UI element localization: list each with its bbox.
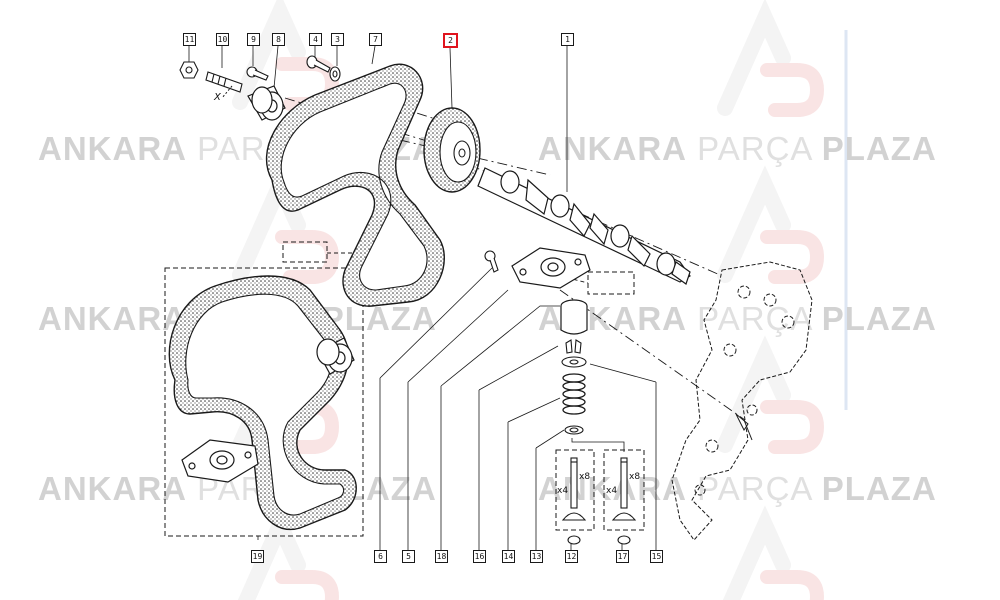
spring-seat <box>564 425 584 435</box>
valve-stem-seal <box>567 535 631 545</box>
watermark-logo-icon <box>722 505 825 600</box>
kit-frame-19 <box>164 267 364 537</box>
cylinder-head-outline <box>671 261 813 541</box>
callout-5[interactable]: 5 <box>402 550 415 563</box>
nut-11 <box>179 61 199 79</box>
callout-17[interactable]: 17 <box>616 550 629 563</box>
bolt-4 <box>306 55 331 73</box>
intake-valve <box>561 457 587 521</box>
callout-14[interactable]: 14 <box>502 550 515 563</box>
callout-7[interactable]: 7 <box>369 33 382 46</box>
callout-10[interactable]: 10 <box>216 33 229 46</box>
callout-13[interactable]: 13 <box>530 550 543 563</box>
quantity-label: x4 <box>557 486 569 496</box>
dimension-x-label: X <box>214 92 221 103</box>
callout-18[interactable]: 18 <box>435 550 448 563</box>
leader-lines <box>188 45 657 550</box>
callout-11[interactable]: 11 <box>183 33 196 46</box>
callout-6[interactable]: 6 <box>374 550 387 563</box>
callout-12[interactable]: 12 <box>565 550 578 563</box>
callout-19[interactable]: 19 <box>251 550 264 563</box>
timing-belt-upper <box>266 63 445 307</box>
spring-retainer <box>561 356 587 368</box>
camshaft-sprocket <box>423 107 481 193</box>
tappet <box>560 299 588 335</box>
valve-spring <box>562 373 586 415</box>
callout-2-highlighted[interactable]: 2 <box>443 33 458 48</box>
stud-10 <box>205 71 243 93</box>
quantity-label: x4 <box>606 486 618 496</box>
watermark-logo-icon <box>717 335 825 454</box>
callout-1[interactable]: 1 <box>561 33 574 46</box>
callout-16[interactable]: 16 <box>473 550 486 563</box>
flange-bolt <box>484 250 499 273</box>
camshaft-seal-flange <box>511 247 591 289</box>
quantity-label: x8 <box>579 472 591 482</box>
callout-4[interactable]: 4 <box>309 33 322 46</box>
kit-tensioner-pulley <box>316 337 355 375</box>
watermark-logo-icon <box>717 165 825 284</box>
exhaust-valve <box>611 457 637 521</box>
camshaft <box>477 167 691 285</box>
washer-3 <box>329 66 341 82</box>
bolt-9 <box>246 66 269 81</box>
timing-belt-lower <box>168 275 357 530</box>
callout-3[interactable]: 3 <box>331 33 344 46</box>
tensioner-pulley <box>247 85 286 121</box>
watermark-logo-icon <box>717 0 825 117</box>
callout-9[interactable]: 9 <box>247 33 260 46</box>
callout-15[interactable]: 15 <box>650 550 663 563</box>
head-bolt <box>735 413 753 441</box>
valve-collets <box>565 339 582 354</box>
quantity-label: x8 <box>629 472 641 482</box>
kit-seal-flange <box>181 439 259 483</box>
callout-8[interactable]: 8 <box>272 33 285 46</box>
